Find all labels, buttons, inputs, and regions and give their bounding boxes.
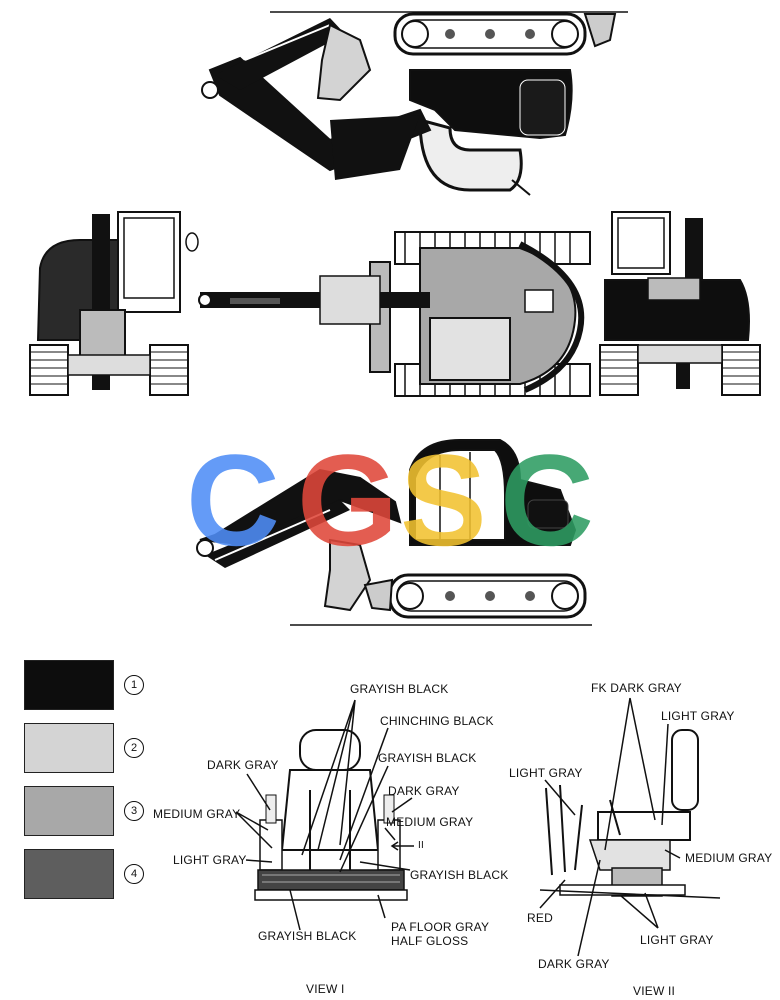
watermark-letter-4: C <box>500 427 594 573</box>
top-side-view <box>201 11 628 196</box>
label-grayish-black-low: GRAYISH BLACK <box>410 868 509 882</box>
view-2-drawing <box>539 697 721 957</box>
label-light-gray-bottom: LIGHT GRAY <box>640 933 714 947</box>
label-dark-gray-left: DARK GRAY <box>207 758 279 772</box>
label-light-gray: LIGHT GRAY <box>173 853 247 867</box>
legend-number-1: 1 <box>124 675 144 695</box>
view-1-drawing <box>235 699 414 931</box>
label-fk-dark-gray: FK DARK GRAY <box>591 681 682 695</box>
legend-number-3: 3 <box>124 801 144 821</box>
label-grayish-black-top: GRAYISH BLACK <box>350 682 449 696</box>
label-view-2-arrow: II <box>418 840 424 851</box>
label-red: RED <box>527 911 553 925</box>
label-medium-gray-left: MEDIUM GRAY <box>153 807 241 821</box>
label-light-gray-top: LIGHT GRAY <box>661 709 735 723</box>
legend-swatch-1 <box>24 660 114 710</box>
legend-swatch-3 <box>24 786 114 836</box>
watermark-letter-2: G <box>297 427 398 573</box>
label-medium-gray: MEDIUM GRAY <box>685 851 773 865</box>
label-light-gray-left: LIGHT GRAY <box>509 766 583 780</box>
watermark-letter-1: C <box>186 427 280 573</box>
watermark-letter-3: S <box>400 427 487 573</box>
view-1-caption: VIEW I <box>306 982 345 996</box>
legend-swatch-2 <box>24 723 114 773</box>
legend-number-4: 4 <box>124 864 144 884</box>
label-pa-floor-gray: PA FLOOR GRAY <box>391 920 490 934</box>
label-dark-gray: DARK GRAY <box>538 957 610 971</box>
label-chinching-black: CHINCHING BLACK <box>380 714 494 728</box>
label-grayish-black-bottom: GRAYISH BLACK <box>258 929 357 943</box>
bottom-side-view <box>196 439 592 626</box>
legend-swatch-4 <box>24 849 114 899</box>
watermark: C G S C <box>186 427 594 573</box>
legend-number-2: 2 <box>124 738 144 758</box>
label-grayish-black-mid: GRAYISH BLACK <box>378 751 477 765</box>
rear-view <box>599 211 761 396</box>
front-view <box>29 211 199 396</box>
label-half-gloss: HALF GLOSS <box>391 934 469 948</box>
plan-view <box>198 231 591 397</box>
label-medium-gray-right: MEDIUM GRAY <box>386 815 474 829</box>
view-2-caption: VIEW II <box>633 984 676 998</box>
label-dark-gray-right: DARK GRAY <box>388 784 460 798</box>
